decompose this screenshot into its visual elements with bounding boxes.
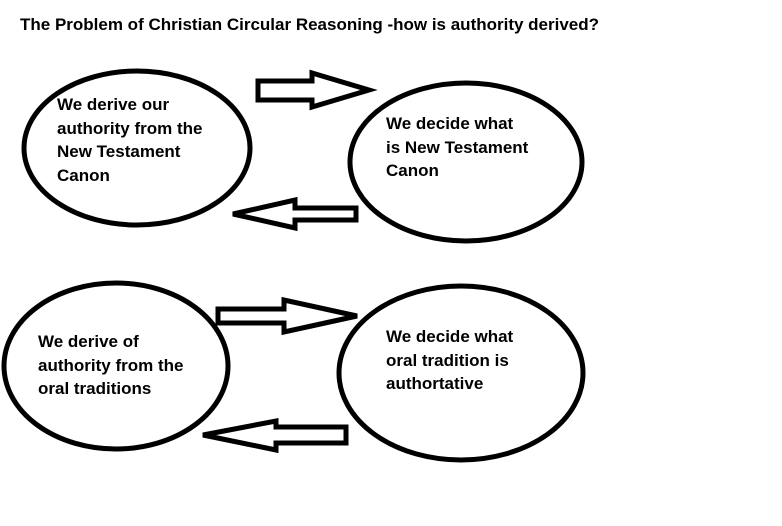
diagram-title: The Problem of Christian Circular Reason…	[20, 15, 600, 34]
bottom-left-ellipse	[1, 280, 231, 452]
bottom-left-bubble-text: We derive of authority from the oral tra…	[38, 332, 184, 398]
bottom-cycle-left-arrow-icon	[202, 417, 349, 454]
top-right-ellipse	[347, 80, 585, 244]
top-left-ellipse	[21, 68, 253, 228]
top-cycle-right-arrow-icon	[255, 69, 378, 111]
bottom-cycle-right-arrow-icon	[215, 296, 358, 336]
bottom-right-ellipse	[336, 283, 586, 463]
bottom-right-bubble-text: We decide what oral tradition is authort…	[386, 327, 514, 393]
top-left-bubble-text: We derive our authority from the New Tes…	[57, 95, 203, 185]
top-cycle-left-arrow-icon	[232, 196, 359, 232]
top-right-bubble-text: We decide what is New Testament Canon	[386, 114, 529, 180]
